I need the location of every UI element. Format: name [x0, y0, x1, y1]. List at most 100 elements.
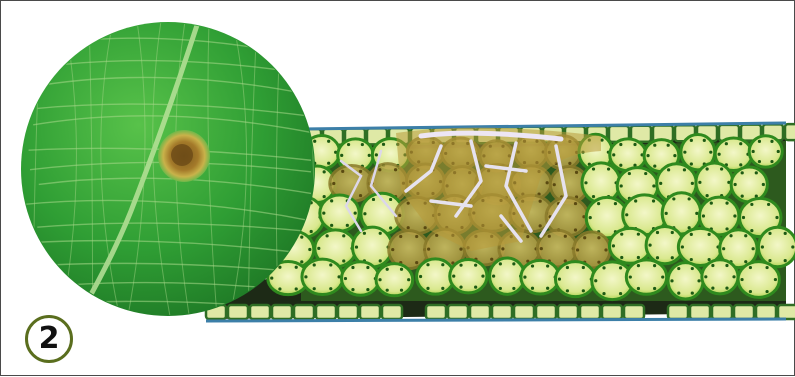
- chloroplast: [526, 235, 529, 238]
- chloroplast: [330, 199, 333, 202]
- chloroplast: [706, 194, 709, 197]
- chloroplast: [629, 275, 632, 278]
- chloroplast: [441, 263, 444, 266]
- chloroplast: [379, 259, 382, 262]
- chloroplast: [637, 264, 640, 267]
- mesophyll-cell: [626, 260, 666, 294]
- chloroplast: [688, 197, 691, 200]
- chloroplast: [582, 289, 585, 292]
- chloroplast: [709, 151, 712, 154]
- chloroplast: [691, 291, 694, 294]
- mesophyll-cell: [555, 262, 595, 297]
- chloroplast: [681, 245, 684, 248]
- chloroplast: [459, 248, 462, 251]
- chloroplast: [620, 184, 623, 187]
- chloroplast: [646, 154, 649, 157]
- chloroplast: [697, 279, 700, 282]
- chloroplast: [774, 278, 777, 281]
- chloroplast: [540, 247, 543, 250]
- chloroplast: [691, 267, 694, 270]
- chloroplast: [661, 275, 664, 278]
- chloroplast: [691, 182, 694, 185]
- mesophyll-cell: [320, 195, 359, 231]
- epidermis-cell: [272, 305, 292, 319]
- chloroplast: [749, 266, 752, 269]
- chloroplast: [729, 234, 732, 237]
- chloroplast: [644, 172, 647, 175]
- chloroplast: [739, 163, 742, 166]
- chloroplast: [637, 287, 640, 290]
- chloroplast: [424, 226, 427, 229]
- chloroplast: [637, 233, 640, 236]
- chloroplast: [531, 264, 534, 267]
- chloroplast: [407, 226, 410, 229]
- chloroplast: [690, 162, 693, 165]
- chloroplast: [732, 275, 735, 278]
- chloroplast: [725, 142, 728, 145]
- chloroplast: [378, 168, 381, 171]
- chloroplast: [539, 224, 542, 227]
- epidermis-cell: [448, 305, 468, 319]
- chloroplast: [672, 197, 675, 200]
- chloroplast: [501, 247, 504, 250]
- chloroplast: [481, 275, 484, 278]
- chloroplast: [653, 144, 656, 147]
- chloroplast: [584, 181, 587, 184]
- chloroplast: [490, 258, 493, 261]
- chloroplast: [546, 264, 549, 267]
- chloroplast: [698, 181, 701, 184]
- chloroplast: [677, 267, 680, 270]
- chloroplast: [379, 232, 382, 235]
- chloroplast: [359, 194, 362, 197]
- chloroplast: [750, 203, 753, 206]
- chloroplast: [323, 170, 326, 173]
- epidermis-cell: [785, 124, 795, 140]
- epidermis-cell: [514, 305, 534, 319]
- epidermis-cell: [470, 305, 490, 319]
- chloroplast: [768, 259, 771, 262]
- chloroplast: [548, 235, 551, 238]
- chloroplast: [602, 292, 605, 295]
- chloroplast: [744, 260, 747, 263]
- chloroplast: [628, 172, 631, 175]
- chloroplast: [752, 150, 755, 153]
- chloroplast: [589, 216, 592, 219]
- epidermis-cell: [426, 305, 446, 319]
- chloroplast: [378, 278, 381, 281]
- chloroplast: [777, 150, 780, 153]
- chloroplast: [740, 278, 743, 281]
- chloroplast: [710, 201, 713, 204]
- chloroplast: [568, 162, 571, 165]
- chloroplast: [744, 234, 747, 237]
- chloroplast: [386, 289, 389, 292]
- chloroplast: [531, 287, 534, 290]
- chloroplast: [327, 162, 330, 165]
- epidermis-cell: [338, 305, 358, 319]
- step-number-badge: 2: [25, 315, 73, 363]
- chloroplast: [300, 260, 303, 263]
- chloroplast: [323, 195, 326, 198]
- chloroplast: [597, 261, 600, 264]
- chloroplast: [612, 244, 615, 247]
- chloroplast: [659, 182, 662, 185]
- chloroplast: [741, 171, 744, 174]
- chloroplast: [652, 184, 655, 187]
- epidermis-cell: [624, 305, 644, 319]
- chloroplast: [310, 230, 313, 233]
- chloroplast: [656, 256, 659, 259]
- epidermis-cell: [316, 305, 336, 319]
- chloroplast: [791, 245, 794, 248]
- chloroplast: [722, 247, 725, 250]
- chloroplast: [656, 231, 659, 234]
- chloroplast: [329, 287, 332, 290]
- chloroplast: [326, 234, 329, 237]
- chloroplast: [665, 212, 668, 215]
- chloroplast: [620, 256, 623, 259]
- chloroplast: [574, 228, 577, 231]
- chloroplast: [332, 182, 335, 185]
- lesion-spot: [158, 130, 210, 182]
- chloroplast: [602, 266, 605, 269]
- chloroplast: [363, 212, 366, 215]
- chloroplast: [775, 216, 778, 219]
- chloroplast: [667, 144, 670, 147]
